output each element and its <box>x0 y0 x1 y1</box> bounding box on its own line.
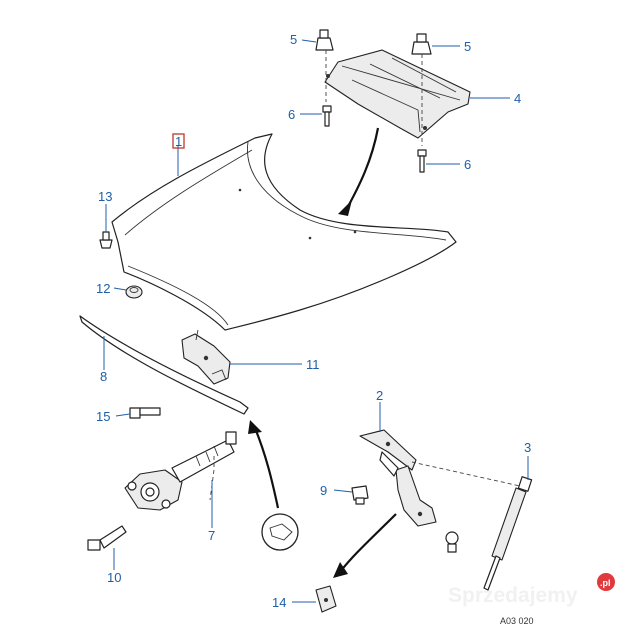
callout-7: 7 <box>208 528 215 543</box>
callout-13: 13 <box>98 189 112 204</box>
callout-11: 11 <box>306 357 320 372</box>
callout-6-right: 6 <box>464 157 471 172</box>
watermark-badge <box>597 573 615 591</box>
bump-stop <box>99 231 113 249</box>
grommet <box>125 285 143 299</box>
watermark: Sprzedajemy .pl <box>448 573 615 607</box>
assembly-arrow-cap <box>339 513 397 573</box>
callout-5-right: 5 <box>464 39 471 54</box>
bolt-left <box>322 105 332 127</box>
callout-4: 4 <box>514 91 521 106</box>
assembly-arrow-seal <box>253 427 280 509</box>
callout-10: 10 <box>107 570 121 585</box>
callout-1: 1 <box>175 134 182 149</box>
hinge-cap <box>315 585 337 613</box>
callout-2: 2 <box>376 388 383 403</box>
callout-5-left: 5 <box>290 32 297 47</box>
assembly-arrow-hinge <box>344 127 380 213</box>
callout-15: 15 <box>96 409 110 424</box>
hood-latch <box>181 329 231 385</box>
callout-9: 9 <box>320 483 327 498</box>
drawing-code: A03 020 <box>500 616 534 626</box>
hood-panel <box>111 133 457 331</box>
clip-right <box>411 33 432 55</box>
seal-strip <box>79 315 249 415</box>
clip-left <box>315 29 334 51</box>
callout-8: 8 <box>100 369 107 384</box>
callout-leaders <box>103 39 529 603</box>
hood-hinge-bracket <box>324 49 471 139</box>
arrow-head <box>338 200 352 216</box>
callout-12: 12 <box>96 281 110 296</box>
bolt-strut-base <box>445 531 459 553</box>
callout-1-highlight <box>172 133 185 149</box>
arrow-head <box>248 420 262 434</box>
bolt-right <box>417 149 427 173</box>
bolt-10 <box>87 525 127 551</box>
watermark-badge-text: .pl <box>600 578 611 588</box>
hood-release-lock <box>124 431 237 511</box>
hinge-assembly <box>359 429 437 527</box>
bolt-9 <box>351 485 369 505</box>
gas-strut <box>483 476 533 591</box>
callout-3: 3 <box>524 440 531 455</box>
watermark-text: Sprzedajemy <box>448 584 578 607</box>
callout-14: 14 <box>272 595 286 610</box>
arrow-head <box>333 562 348 578</box>
callout-6-left: 6 <box>288 107 295 122</box>
bolt-15 <box>129 407 161 419</box>
detail-inset-circle <box>261 513 299 551</box>
